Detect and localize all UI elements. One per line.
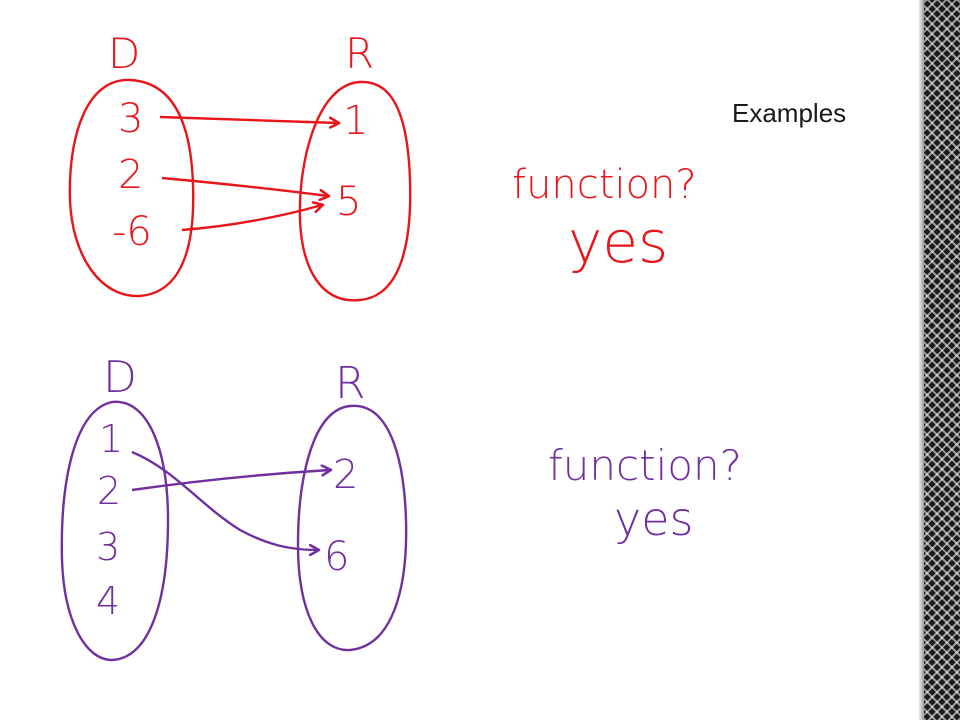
domain-value: 2 — [118, 152, 143, 198]
mapping-arrow — [131, 470, 330, 492]
domain-label: D — [108, 29, 140, 78]
function-answer: yes — [614, 492, 694, 546]
slide-border-edge — [918, 0, 924, 720]
domain-value: 3 — [118, 96, 143, 142]
domain-oval — [68, 78, 195, 298]
domain-value: 1 — [99, 417, 123, 461]
diagram-2: D R 1 2 3 4 2 6 function? yes — [60, 352, 742, 662]
domain-value: 2 — [97, 469, 121, 513]
domain-value: -6 — [112, 209, 152, 255]
range-value: 1 — [343, 98, 368, 144]
range-label: R — [335, 358, 366, 409]
range-label: R — [345, 29, 374, 78]
mapping-arrow — [131, 450, 318, 550]
function-question: function? — [548, 441, 742, 490]
range-value: 2 — [333, 452, 358, 498]
domain-label: D — [103, 352, 137, 403]
function-question: function? — [512, 162, 697, 208]
domain-value: 3 — [96, 525, 120, 569]
mapping-arrow — [181, 205, 322, 232]
mapping-arrow — [161, 176, 328, 196]
mapping-arrow — [159, 115, 338, 123]
range-oval — [296, 404, 408, 652]
domain-oval — [60, 400, 170, 662]
range-value: 5 — [336, 179, 361, 225]
diagram-1: D R 3 2 -6 1 5 function? yes — [68, 29, 697, 302]
function-answer: yes — [568, 208, 668, 276]
domain-value: 4 — [96, 579, 120, 623]
decorative-border — [924, 0, 960, 720]
slide-title: Examples — [732, 98, 847, 128]
range-value: 6 — [324, 534, 349, 580]
range-oval — [298, 80, 412, 302]
